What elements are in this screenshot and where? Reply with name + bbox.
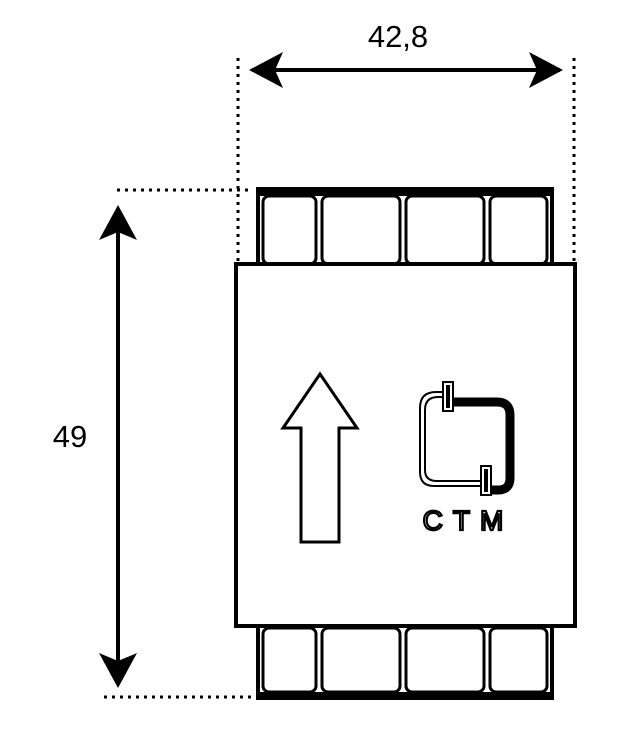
top-roller-4 (488, 194, 549, 266)
bottom-roller-2 (320, 626, 402, 694)
height-dimension: 49 (53, 205, 137, 688)
width-arrowhead-left (249, 52, 283, 88)
main-body (234, 262, 577, 628)
bottom-roller-3 (404, 626, 486, 694)
width-dimension-label: 42,8 (368, 19, 428, 54)
top-roller-1 (261, 194, 318, 266)
up-arrow-icon (280, 371, 360, 544)
pipe-clamp-logo-icon (419, 381, 515, 496)
bottom-roller-4 (488, 626, 549, 694)
top-roller-3 (404, 194, 486, 266)
width-arrowhead-right (529, 52, 563, 88)
bottom-roller-1 (261, 626, 318, 694)
width-dimension: 42,8 (249, 19, 563, 88)
height-arrowhead-bottom (99, 653, 137, 688)
extension-lines (104, 58, 576, 699)
top-roller-block (256, 187, 554, 269)
bottom-roller-block (256, 621, 554, 700)
logo-text: CTM (423, 505, 514, 536)
top-roller-2 (320, 194, 402, 266)
height-arrowhead-top (99, 205, 137, 240)
height-dimension-label: 49 (53, 419, 87, 454)
